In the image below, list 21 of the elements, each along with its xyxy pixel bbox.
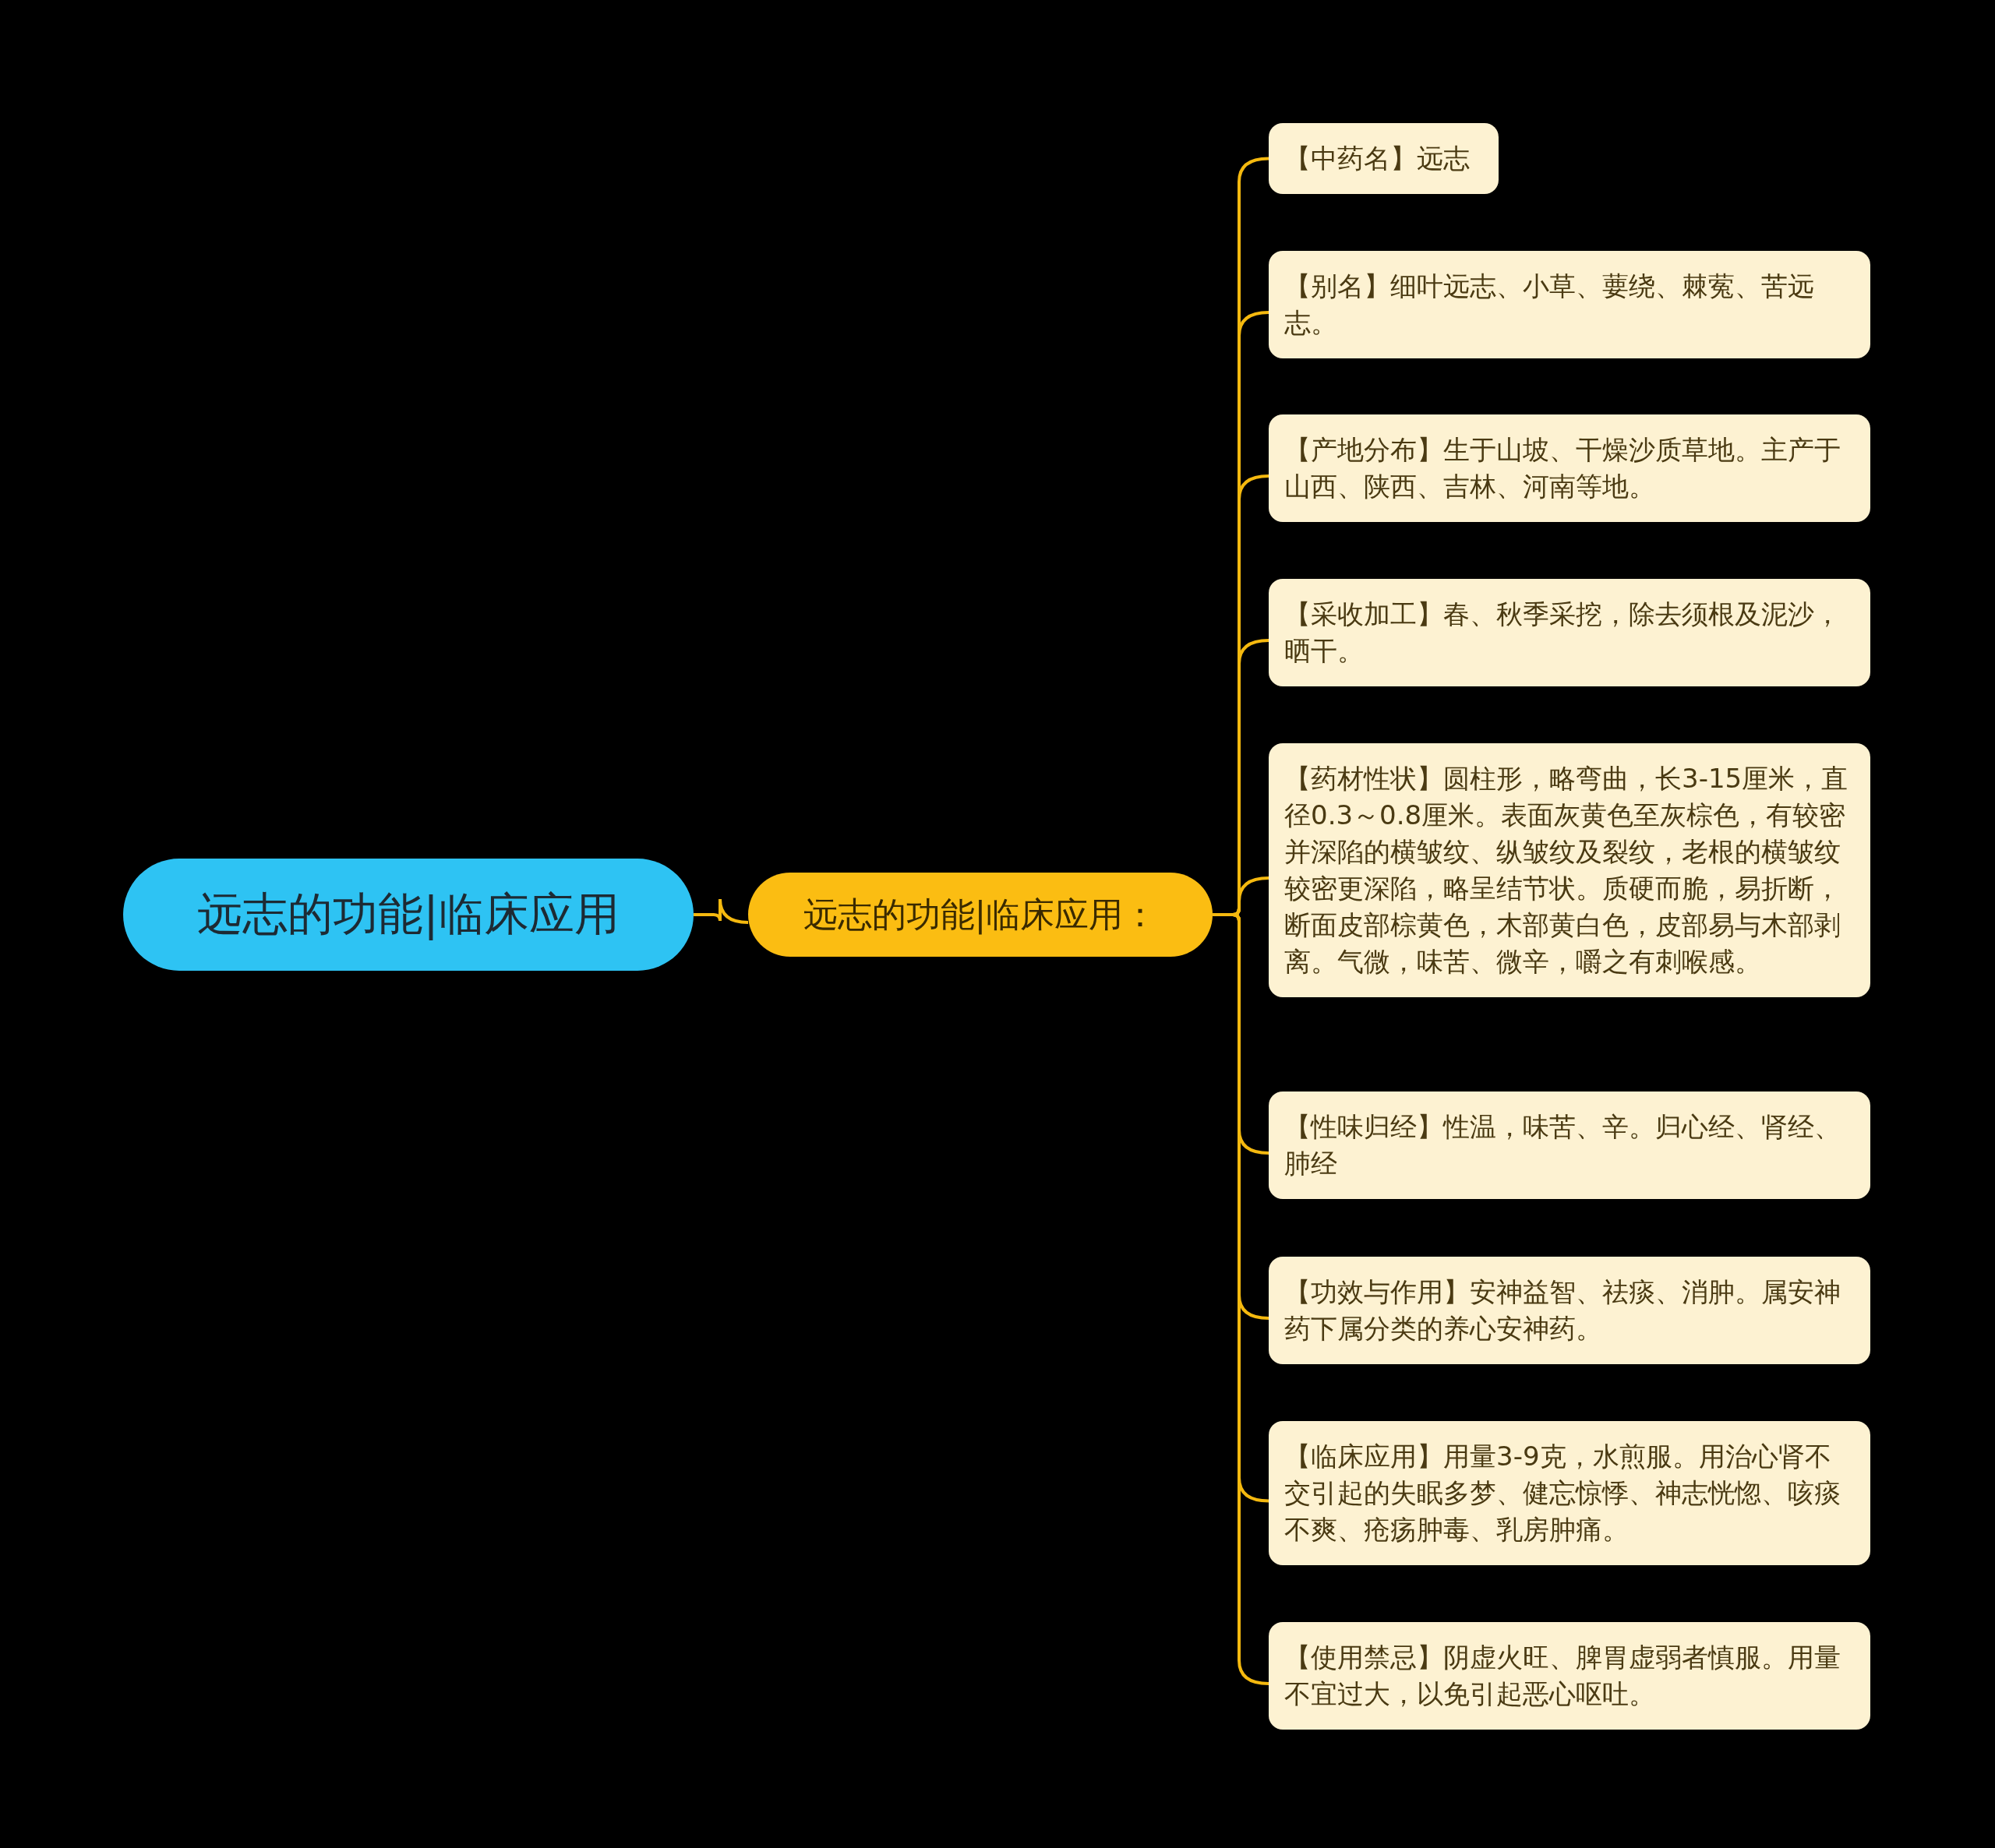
info-card <box>1269 251 1870 358</box>
info-card <box>1269 1257 1870 1364</box>
node-text: 远志的功能|临床应用： <box>803 893 1158 936</box>
info-card <box>1269 743 1870 997</box>
info-card <box>1269 1421 1870 1565</box>
info-card <box>1269 1092 1870 1199</box>
node-text: 【采收加工】春、秋季采挖，除去须根及泥沙，晒干。 <box>1284 598 1841 666</box>
node-text: 【别名】细叶远志、小草、葽绕、棘蒬、苦远志。 <box>1284 270 1814 338</box>
node-text: 【药材性状】圆柱形，略弯曲，长3-15厘米，直径0.3～0.8厘米。表面灰黄色至灰棕色，有较密并深陷的横皱纹、纵皱纹及裂纹，老根的横皱纹较密更深陷，略呈结节状。质硬而脆，易折断，断面皮部棕黄色，木部黄白色，皮部易与木部剥离。气微，味苦、微辛，嚼之有刺喉感。 <box>1284 763 1848 977</box>
node-text: 【性味归经】性温，味苦、辛。归心经、肾经、肺经 <box>1284 1111 1841 1179</box>
info-card <box>1269 123 1499 194</box>
node-text: 远志的功能|临床应用 <box>197 887 620 942</box>
info-card <box>1269 579 1870 686</box>
node-text: 【临床应用】用量3-9克，水煎服。用治心肾不交引起的失眠多梦、健忘惊悸、神志恍惚、咳痰不爽、疮疡肿毒、乳房肿痛。 <box>1284 1441 1841 1545</box>
connector-line <box>694 898 749 924</box>
node-text: 【使用禁忌】阴虚火旺、脾胃虚弱者慎服。用量不宜过大，以免引起恶心呕吐。 <box>1284 1642 1841 1709</box>
info-card <box>1269 414 1870 522</box>
node-text: 【产地分布】生于山坡、干燥沙质草地。主产于山西、陕西、吉林、河南等地。 <box>1284 434 1841 502</box>
info-card <box>1269 1622 1870 1730</box>
node-text: 【中药名】远志 <box>1284 143 1470 174</box>
node-text: 【功效与作用】安神益智、祛痰、消肿。属安神药下属分类的养心安神药。 <box>1284 1276 1841 1344</box>
